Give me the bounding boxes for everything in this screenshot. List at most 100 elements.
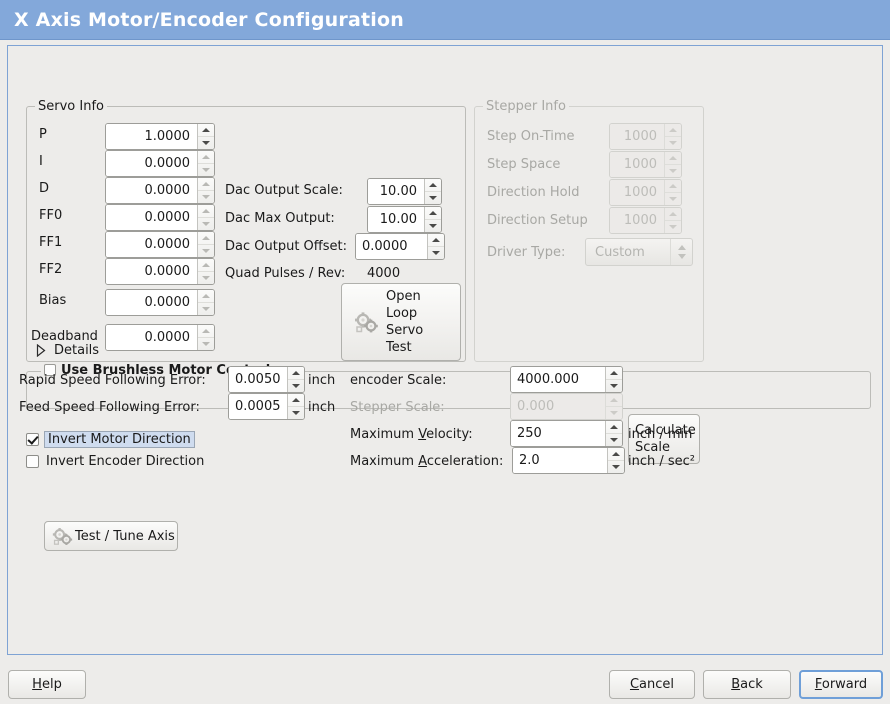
servo-deadband-spinbox[interactable]: 0.0000 xyxy=(105,324,215,351)
spin-up-icon[interactable] xyxy=(606,394,622,406)
details-expander[interactable]: Details xyxy=(36,343,99,358)
spin-up-icon[interactable] xyxy=(606,421,622,433)
spin-down-icon[interactable] xyxy=(665,192,681,205)
dac-output-offset-spinbox[interactable]: 0.0000 xyxy=(355,233,445,260)
servo-d-stepper[interactable] xyxy=(197,178,214,203)
spin-down-icon[interactable] xyxy=(665,136,681,149)
spin-up-icon[interactable] xyxy=(425,207,441,219)
maximum-acceleration-stepper[interactable] xyxy=(607,448,624,473)
dac-output-offset-value[interactable]: 0.0000 xyxy=(356,234,427,259)
dac-output-offset-stepper[interactable] xyxy=(427,234,444,259)
maximum-velocity-spinbox[interactable]: 250 xyxy=(510,420,623,447)
spin-up-icon[interactable] xyxy=(288,367,304,379)
step-on-time-stepper[interactable] xyxy=(664,124,681,149)
servo-i-spinbox[interactable]: 0.0000 xyxy=(105,150,215,177)
spin-down-icon[interactable] xyxy=(428,246,444,259)
servo-deadband-stepper[interactable] xyxy=(197,325,214,350)
driver-type-combobox[interactable]: Custom xyxy=(585,238,693,266)
servo-d-spinbox[interactable]: 0.0000 xyxy=(105,177,215,204)
invert-encoder-direction-row[interactable]: Invert Encoder Direction xyxy=(26,454,204,469)
spin-up-icon[interactable] xyxy=(198,232,214,244)
cancel-button[interactable]: Cancel xyxy=(609,670,695,699)
maximum-velocity-stepper[interactable] xyxy=(605,421,622,446)
spin-down-icon[interactable] xyxy=(198,244,214,257)
dac-output-scale-stepper[interactable] xyxy=(424,179,441,204)
stepper-scale-value[interactable]: 0.000 xyxy=(511,394,605,419)
spin-down-icon[interactable] xyxy=(198,302,214,315)
open-loop-servo-test-button[interactable]: Open Loop Servo Test xyxy=(341,283,461,361)
step-space-stepper[interactable] xyxy=(664,152,681,177)
servo-ff0-spinbox[interactable]: 0.0000 xyxy=(105,204,215,231)
spin-down-icon[interactable] xyxy=(606,379,622,392)
direction-hold-spinbox[interactable]: 1000 xyxy=(609,179,682,206)
spin-up-icon[interactable] xyxy=(198,178,214,190)
servo-ff1-value[interactable]: 0.0000 xyxy=(106,232,197,257)
dac-max-output-stepper[interactable] xyxy=(424,207,441,232)
dac-max-output-spinbox[interactable]: 10.00 xyxy=(367,206,442,233)
maximum-velocity-value[interactable]: 250 xyxy=(511,421,605,446)
maximum-acceleration-value[interactable]: 2.0 xyxy=(513,448,607,473)
spin-up-icon[interactable] xyxy=(665,152,681,164)
rapid-following-error-value[interactable]: 0.0050 xyxy=(229,367,287,392)
spin-down-icon[interactable] xyxy=(425,191,441,204)
spin-up-icon[interactable] xyxy=(198,259,214,271)
back-button[interactable]: Back xyxy=(703,670,791,699)
maximum-acceleration-spinbox[interactable]: 2.0 xyxy=(512,447,625,474)
spin-down-icon[interactable] xyxy=(288,379,304,392)
spin-down-icon[interactable] xyxy=(198,136,214,149)
servo-ff2-stepper[interactable] xyxy=(197,259,214,284)
direction-setup-spinbox[interactable]: 1000 xyxy=(609,207,682,234)
direction-setup-stepper[interactable] xyxy=(664,208,681,233)
servo-ff2-spinbox[interactable]: 0.0000 xyxy=(105,258,215,285)
spin-up-icon[interactable] xyxy=(198,290,214,302)
test-tune-axis-button[interactable]: Test / Tune Axis xyxy=(44,521,178,551)
spin-up-icon[interactable] xyxy=(665,180,681,192)
rapid-following-error-stepper[interactable] xyxy=(287,367,304,392)
direction-setup-value[interactable]: 1000 xyxy=(610,208,664,233)
rapid-following-error-spinbox[interactable]: 0.0050 xyxy=(228,366,305,393)
servo-ff0-value[interactable]: 0.0000 xyxy=(106,205,197,230)
step-on-time-spinbox[interactable]: 1000 xyxy=(609,123,682,150)
step-space-value[interactable]: 1000 xyxy=(610,152,664,177)
encoder-scale-value[interactable]: 4000.000 xyxy=(511,367,605,392)
direction-hold-value[interactable]: 1000 xyxy=(610,180,664,205)
spin-down-icon[interactable] xyxy=(608,460,624,473)
spin-down-icon[interactable] xyxy=(665,220,681,233)
use-brushless-motor-control-checkbox[interactable] xyxy=(44,364,56,376)
encoder-scale-spinbox[interactable]: 4000.000 xyxy=(510,366,623,393)
servo-deadband-value[interactable]: 0.0000 xyxy=(106,325,197,350)
step-space-spinbox[interactable]: 1000 xyxy=(609,151,682,178)
dac-output-scale-spinbox[interactable]: 10.00 xyxy=(367,178,442,205)
spin-down-icon[interactable] xyxy=(198,271,214,284)
spin-up-icon[interactable] xyxy=(665,208,681,220)
spin-down-icon[interactable] xyxy=(198,163,214,176)
dac-max-output-value[interactable]: 10.00 xyxy=(368,207,424,232)
feed-following-error-spinbox[interactable]: 0.0005 xyxy=(228,393,305,420)
stepper-scale-spinbox[interactable]: 0.000 xyxy=(510,393,623,420)
spin-down-icon[interactable] xyxy=(665,164,681,177)
spin-up-icon[interactable] xyxy=(425,179,441,191)
stepper-scale-stepper[interactable] xyxy=(605,394,622,419)
servo-ff0-stepper[interactable] xyxy=(197,205,214,230)
servo-p-spinbox[interactable]: 1.0000 xyxy=(105,123,215,150)
spin-down-icon[interactable] xyxy=(198,217,214,230)
servo-ff1-stepper[interactable] xyxy=(197,232,214,257)
spin-down-icon[interactable] xyxy=(288,406,304,419)
invert-motor-direction-checkbox[interactable] xyxy=(26,433,39,446)
dac-output-scale-value[interactable]: 10.00 xyxy=(368,179,424,204)
invert-encoder-direction-checkbox[interactable] xyxy=(26,455,39,468)
spin-down-icon[interactable] xyxy=(606,406,622,419)
feed-following-error-value[interactable]: 0.0005 xyxy=(229,394,287,419)
spin-down-icon[interactable] xyxy=(606,433,622,446)
spin-up-icon[interactable] xyxy=(428,234,444,246)
help-button[interactable]: Help xyxy=(8,670,86,699)
spin-up-icon[interactable] xyxy=(288,394,304,406)
encoder-scale-stepper[interactable] xyxy=(605,367,622,392)
direction-hold-stepper[interactable] xyxy=(664,180,681,205)
servo-bias-value[interactable]: 0.0000 xyxy=(106,290,197,315)
calculate-scale-button[interactable]: Calculate Scale xyxy=(628,414,700,464)
servo-bias-stepper[interactable] xyxy=(197,290,214,315)
chevron-updown-icon[interactable] xyxy=(670,239,692,265)
servo-p-stepper[interactable] xyxy=(197,124,214,149)
driver-type-value[interactable]: Custom xyxy=(595,244,645,260)
